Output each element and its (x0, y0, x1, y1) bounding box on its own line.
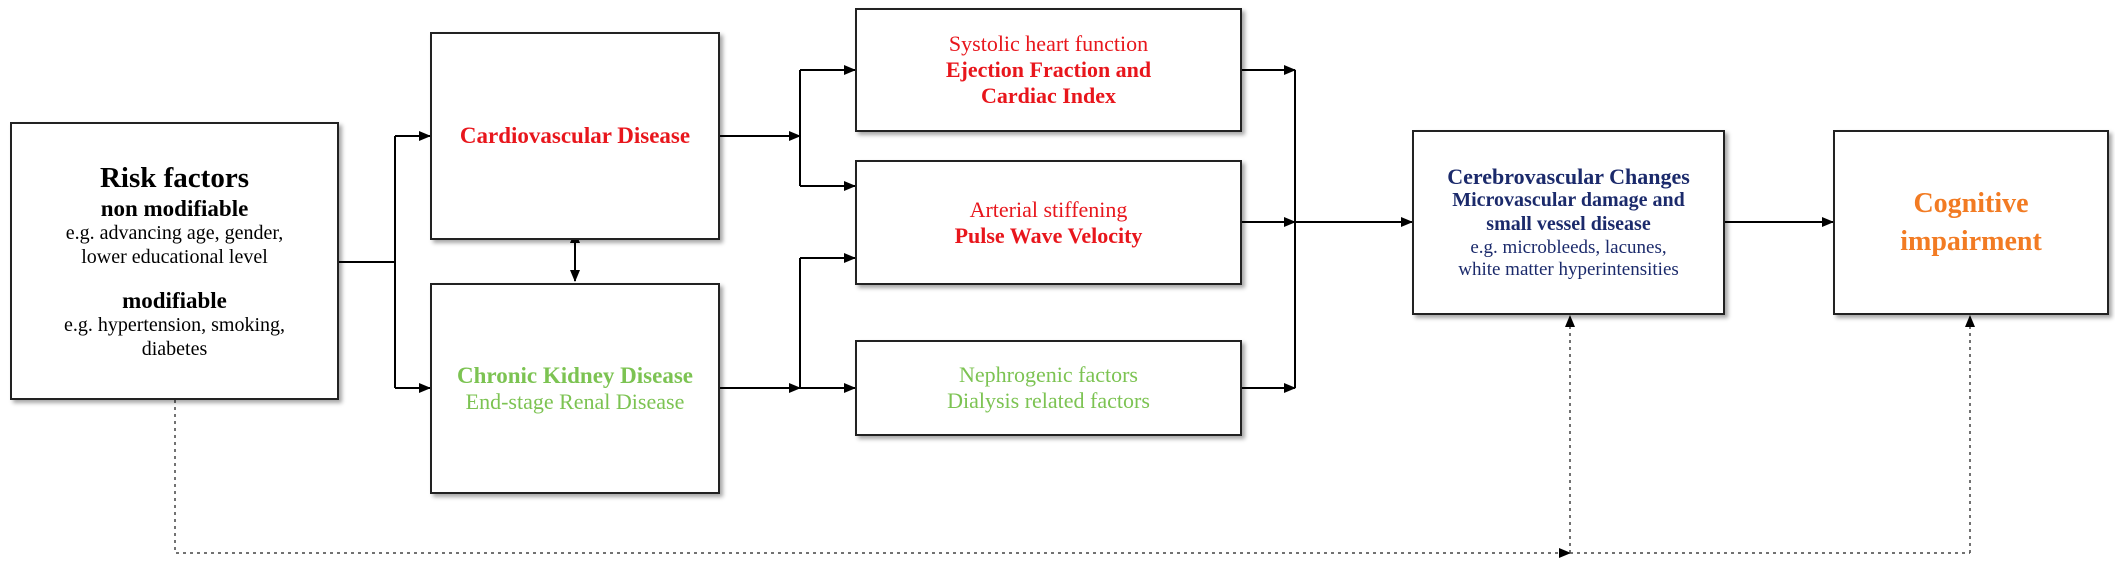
cerebrovascular-changes-box: Cerebrovascular Changes Microvascular da… (1412, 130, 1725, 315)
modifiable-line1: e.g. hypertension, smoking, (63, 314, 286, 337)
nephrogenic-line2: Dialysis related factors (947, 388, 1150, 413)
cerebrovascular-desc-line2: white matter hyperintensities (1458, 259, 1679, 281)
cognitive-impairment-box: Cognitive impairment (1833, 130, 2109, 315)
modifiable-line2: diabetes (141, 337, 208, 360)
non-modifiable-line2: lower educational level (81, 245, 268, 268)
systolic-line3: Cardiac Index (980, 82, 1117, 108)
cardiovascular-disease-box: Cardiovascular Disease (430, 32, 720, 240)
cerebrovascular-title: Cerebrovascular Changes (1447, 163, 1690, 189)
risk-factors-box: Risk factors non modifiable e.g. advanci… (10, 122, 339, 400)
risk-factors-title: Risk factors (99, 161, 249, 194)
nephrogenic-line1: Nephrogenic factors (959, 362, 1138, 388)
arterial-line2: Pulse Wave Velocity (954, 222, 1143, 248)
cognitive-line1: Cognitive (1913, 187, 2029, 219)
systolic-line2: Ejection Fraction and (945, 57, 1152, 83)
modifiable-label: modifiable (122, 288, 227, 314)
systolic-heart-function-box: Systolic heart function Ejection Fractio… (855, 8, 1242, 132)
cerebrovascular-desc-line1: e.g. microbleeds, lacunes, (1470, 236, 1667, 258)
chronic-kidney-disease-box: Chronic Kidney Disease End-stage Renal D… (430, 283, 720, 494)
arterial-line1: Arterial stiffening (969, 196, 1128, 222)
non-modifiable-line1: e.g. advancing age, gender, (65, 221, 284, 244)
arterial-stiffening-box: Arterial stiffening Pulse Wave Velocity (855, 160, 1242, 285)
cognitive-line2: impairment (1900, 225, 2042, 257)
nephrogenic-factors-box: Nephrogenic factors Dialysis related fac… (855, 340, 1242, 436)
cerebrovascular-sub-line1: Microvascular damage and (1452, 189, 1685, 212)
end-stage-renal-disease-label: End-stage Renal Disease (465, 389, 685, 415)
systolic-line1: Systolic heart function (948, 31, 1149, 57)
dotted-risk-path (174, 400, 1571, 558)
non-modifiable-label: non modifiable (100, 195, 249, 221)
chronic-kidney-disease-label: Chronic Kidney Disease (457, 362, 693, 388)
cerebrovascular-sub-line2: small vessel disease (1486, 213, 1651, 236)
cardiovascular-disease-label: Cardiovascular Disease (459, 123, 691, 149)
